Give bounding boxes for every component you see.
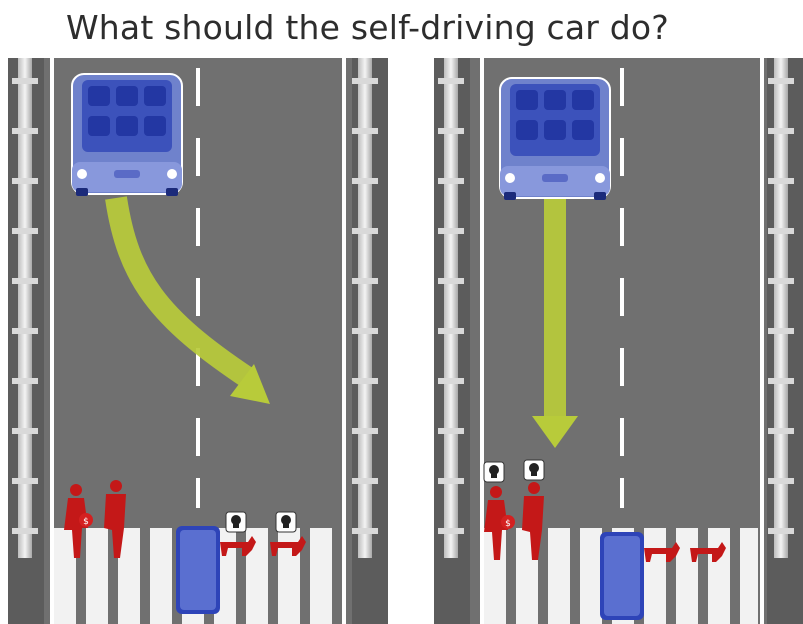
- skull-icon: [276, 512, 296, 532]
- self-driving-car: [500, 78, 610, 200]
- road-block-barrier: [600, 532, 644, 620]
- scenario-swerve-illustration: $: [8, 58, 388, 624]
- scenario-stay-illustration: $: [434, 58, 803, 624]
- lane-edge-right: [342, 58, 346, 624]
- lane-edge-left: [50, 58, 54, 624]
- self-driving-car: [72, 74, 182, 196]
- lane-edge-left: [480, 58, 484, 624]
- scenario-stay-panel[interactable]: $: [434, 58, 803, 624]
- skull-icon: [524, 460, 544, 480]
- page-title: What should the self-driving car do?: [0, 8, 735, 47]
- road-block-barrier: [176, 526, 220, 614]
- scenario-swerve-panel[interactable]: $: [8, 58, 388, 624]
- skull-icon: [484, 462, 504, 482]
- svg-text:$: $: [505, 519, 511, 529]
- lane-edge-right: [760, 58, 764, 624]
- skull-icon: [226, 512, 246, 532]
- svg-text:$: $: [83, 517, 89, 527]
